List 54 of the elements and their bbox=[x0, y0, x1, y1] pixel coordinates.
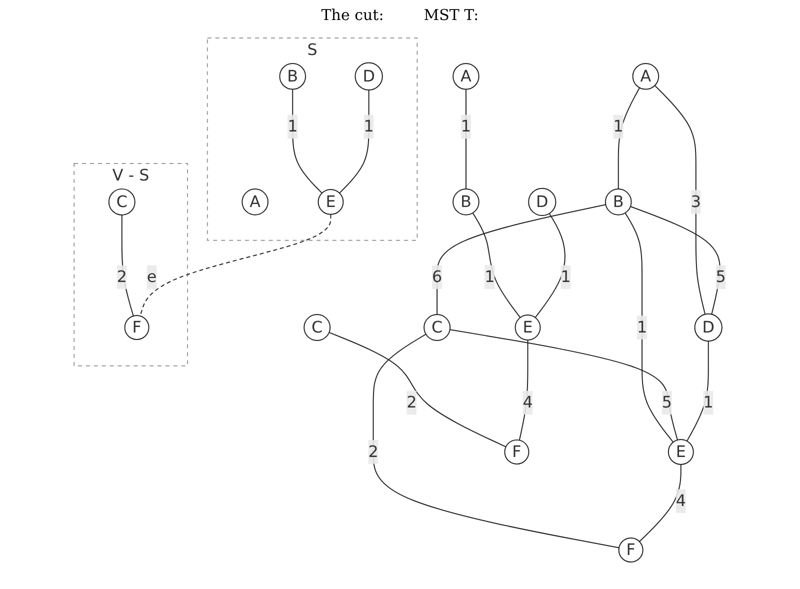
node-circle: F bbox=[504, 439, 530, 464]
section-heading: The cut: bbox=[321, 6, 384, 24]
node-circle: E bbox=[668, 438, 694, 465]
section-heading: MST T: bbox=[424, 6, 479, 24]
edge-label: 4 bbox=[522, 392, 533, 412]
node-circle: F bbox=[124, 314, 150, 340]
connector bbox=[436, 204, 606, 315]
edge-label: 5 bbox=[716, 267, 726, 286]
edge-label: 1 bbox=[460, 116, 472, 136]
connector bbox=[686, 340, 709, 442]
edge-label: 1 bbox=[484, 267, 495, 286]
node-circle: B bbox=[452, 188, 480, 216]
edge-label: 1 bbox=[613, 116, 624, 136]
edge-label: 5 bbox=[662, 392, 672, 412]
node-circle: B bbox=[279, 62, 306, 90]
node-circle: D bbox=[694, 313, 722, 342]
edge-label: 1 bbox=[636, 318, 648, 336]
edge-label: 2 bbox=[116, 267, 127, 286]
connector bbox=[518, 339, 528, 441]
node-circle: F bbox=[618, 538, 644, 563]
edge-label: 4 bbox=[676, 491, 686, 510]
edge-label: 6 bbox=[432, 267, 442, 286]
node-circle: E bbox=[514, 314, 541, 340]
edge-label: 2 bbox=[406, 392, 417, 412]
node-circle: A bbox=[452, 62, 480, 90]
connector bbox=[624, 212, 674, 443]
edge-label: 3 bbox=[690, 192, 701, 211]
edge-label: 1 bbox=[364, 116, 374, 136]
edge-label: 1 bbox=[560, 267, 571, 286]
edge-label: 1 bbox=[288, 116, 298, 136]
edge-label: e bbox=[146, 267, 157, 286]
node-circle: D bbox=[354, 62, 383, 90]
node-circle: C bbox=[108, 188, 136, 216]
node-circle: C bbox=[424, 314, 451, 341]
connector bbox=[292, 88, 322, 194]
connector bbox=[328, 332, 506, 448]
edge-label: 2 bbox=[368, 442, 378, 461]
connector bbox=[630, 206, 720, 315]
connector bbox=[121, 214, 134, 316]
connector bbox=[372, 334, 620, 548]
node-circle: A bbox=[632, 62, 660, 90]
connector bbox=[534, 213, 566, 318]
node-circle: D bbox=[528, 188, 556, 216]
node-circle: A bbox=[242, 188, 268, 216]
connector bbox=[472, 212, 521, 318]
edge-label: 1 bbox=[703, 392, 714, 412]
connector bbox=[654, 85, 706, 315]
node-circle: B bbox=[604, 188, 632, 216]
connector bbox=[618, 87, 640, 190]
node-circle: E bbox=[318, 188, 344, 215]
connector bbox=[140, 214, 332, 316]
connector bbox=[449, 329, 678, 440]
connector bbox=[638, 464, 682, 542]
node-circle: C bbox=[304, 314, 331, 341]
